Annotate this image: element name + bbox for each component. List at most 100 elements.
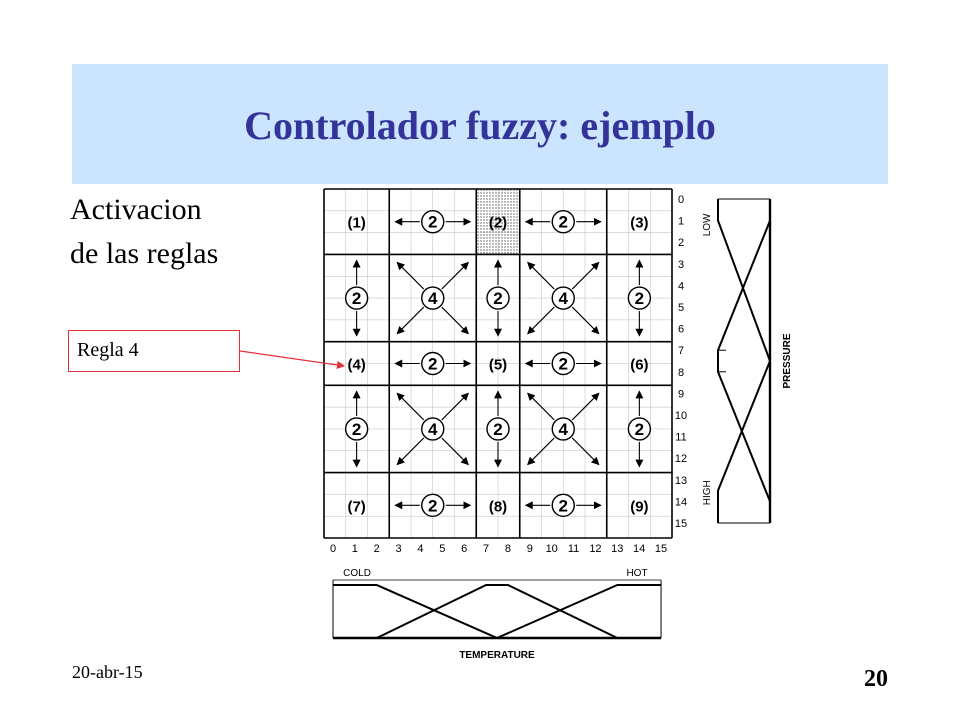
page-number: 20 <box>864 666 888 692</box>
pressure-axis-label: PRESSURE <box>782 333 793 388</box>
arrow-ne <box>571 392 600 421</box>
pressure-low-curve <box>717 199 771 362</box>
temperature-tick: 7 <box>483 543 489 555</box>
pressure-tick: 12 <box>675 453 687 465</box>
arrow-nw <box>527 392 555 421</box>
callout-regla-4: Regla 4 <box>68 330 240 372</box>
node-v-circle <box>627 286 652 310</box>
node-v-label: 2 <box>493 289 502 308</box>
node-d-circle <box>421 286 445 310</box>
pressure-tick: 8 <box>678 367 684 379</box>
node-h-circle <box>551 210 575 234</box>
arrow-ne <box>571 261 600 290</box>
rule-label-5: (5) <box>489 357 507 374</box>
arrow-se <box>441 306 469 335</box>
arrow-nw <box>396 392 425 421</box>
pressure-high-curve <box>717 360 771 523</box>
node-h-label: 2 <box>428 496 437 515</box>
node-v-label: 2 <box>352 420 361 439</box>
rule-label-1: (1) <box>347 215 365 232</box>
rule-label-7: (7) <box>347 498 365 515</box>
subtitle: Activacion de las reglas <box>70 188 290 276</box>
pressure-tick: 15 <box>675 518 687 530</box>
node-h-label: 2 <box>428 355 437 374</box>
pressure-high-label: HIGH <box>702 480 713 505</box>
temperature-tick: 4 <box>417 543 423 555</box>
arrow-sw <box>396 306 425 335</box>
node-v-circle <box>486 286 510 310</box>
node-d-label: 4 <box>559 420 569 439</box>
temperature-hot-label: HOT <box>626 568 647 579</box>
footer-date: 20-abr-15 <box>72 662 143 682</box>
pressure-tick: 13 <box>675 475 687 487</box>
temperature-tick: 8 <box>505 543 511 555</box>
temperature-cold-label: COLD <box>343 568 371 579</box>
temperature-tick: 10 <box>546 543 558 555</box>
pressure-tick: 4 <box>678 280 684 292</box>
temperature-tick: 5 <box>439 543 445 555</box>
slide-title: Controlador fuzzy: ejemplo <box>244 102 716 148</box>
temperature-tick: 12 <box>589 543 601 555</box>
arrow-se <box>571 437 600 466</box>
pressure-medium-curve <box>717 220 771 502</box>
node-h-label: 2 <box>559 496 568 515</box>
node-h-label: 2 <box>428 213 437 232</box>
arrow-ne <box>441 392 469 421</box>
arrow-sw <box>396 437 425 466</box>
node-d-label: 4 <box>428 289 438 308</box>
node-h-circle <box>421 493 445 517</box>
temperature-tick: 11 <box>568 543 579 555</box>
arrow-sw <box>527 437 555 466</box>
node-v-label: 2 <box>635 289 644 308</box>
node-v-circle <box>486 417 510 441</box>
pressure-tick: 3 <box>678 259 684 271</box>
pressure-tick: 10 <box>675 410 687 422</box>
node-d-label: 4 <box>559 289 569 308</box>
node-d-circle <box>551 286 575 310</box>
arrow-ne <box>441 261 469 290</box>
temperature-cold-curve <box>333 584 498 639</box>
node-v-label: 2 <box>493 420 502 439</box>
title-band: Controlador fuzzy: ejemplo <box>72 64 888 184</box>
rule-label-3: (3) <box>630 215 648 232</box>
rule-label-2: (2) <box>489 215 507 232</box>
node-v-circle <box>344 417 369 441</box>
temperature-tick: 0 <box>330 543 336 555</box>
pressure-tick: 9 <box>678 388 684 400</box>
arrow-se <box>571 306 600 335</box>
node-v-label: 2 <box>352 289 361 308</box>
rule-label-8: (8) <box>489 498 507 515</box>
pressure-tick: 11 <box>675 432 686 444</box>
node-h-circle <box>551 493 575 517</box>
temperature-tick: 1 <box>352 543 358 555</box>
rule-label-4: (4) <box>347 357 365 374</box>
pressure-tick: 6 <box>678 324 684 336</box>
pressure-tick: 2 <box>678 237 684 249</box>
arrow-sw <box>527 306 555 335</box>
pressure-tick: 1 <box>678 216 684 228</box>
temperature-tick: 9 <box>527 543 533 555</box>
node-h-circle <box>551 351 575 376</box>
rule-label-9: (9) <box>630 498 648 515</box>
temperature-tick: 14 <box>633 543 645 555</box>
arrow-nw <box>396 261 425 290</box>
pressure-low-label: LOW <box>702 213 713 236</box>
temperature-tick: 15 <box>655 543 667 555</box>
callout-arrow <box>239 350 345 369</box>
node-d-label: 4 <box>428 420 438 439</box>
subtitle-line-1: Activacion <box>70 193 202 226</box>
temperature-tick: 6 <box>461 543 467 555</box>
temperature-axis-label: TEMPERATURE <box>459 650 535 661</box>
temperature-hot-curve <box>496 584 662 639</box>
pressure-tick: 7 <box>678 345 684 357</box>
node-h-circle <box>421 210 445 234</box>
node-v-label: 2 <box>635 420 644 439</box>
node-v-circle <box>627 417 652 441</box>
pressure-tick: 0 <box>678 194 684 206</box>
pressure-tick: 14 <box>675 496 687 508</box>
pressure-tick: 5 <box>678 302 684 314</box>
